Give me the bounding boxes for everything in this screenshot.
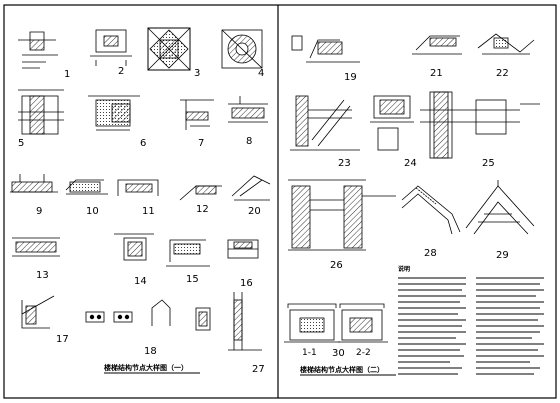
detail-14-drawing [114,233,154,261]
detail-26-drawing [288,179,396,251]
detail-5-drawing [18,89,64,135]
right-detail-labels: 19 21 22 23 24 25 26 28 29 30 1-1 2-2 说明… [300,68,509,376]
detail-label: 28 [424,248,437,259]
detail-label: 6 [140,138,146,149]
detail-label: 22 [496,68,509,79]
general-notes-block [398,277,544,375]
detail-label: 5 [18,138,24,149]
detail-23-drawing [290,95,360,151]
detail-4-drawing [221,29,263,69]
detail-8-drawing [228,96,268,123]
right-sheet-title: 楼梯结构节点大样图（二） [300,365,384,374]
detail-18-drawing [85,299,211,331]
detail-10-drawing [65,179,108,195]
detail-27-drawing [228,292,262,351]
detail-label: 25 [482,158,495,169]
right-sheet [284,33,540,343]
detail-label: 26 [330,260,343,271]
left-sheet [10,27,271,351]
detail-label: 21 [430,68,443,79]
detail-label: 19 [344,72,357,83]
detail-17-drawing [21,295,55,329]
detail-21-drawing [412,35,462,55]
detail-2-drawing [90,29,132,66]
detail-label: 2 [118,66,124,77]
detail-label: 20 [248,206,261,217]
detail-19-drawing [291,35,360,63]
detail-label: 7 [198,138,204,149]
detail-label: 1 [64,69,70,80]
detail-label: 17 [56,334,69,345]
detail-label: 23 [338,158,351,169]
detail-12-drawing [179,185,222,201]
detail-7-drawing [180,99,214,130]
detail-24-drawing [370,95,414,151]
detail-3-drawing [147,27,191,71]
sheet-frame [3,4,557,399]
detail-9-drawing [10,174,58,193]
detail-label: 9 [36,206,42,217]
detail-16-drawing [227,239,259,259]
section-label-1-1: 1-1 [302,348,317,358]
detail-label: 18 [144,346,157,357]
section-label-2-2: 2-2 [356,348,371,358]
detail-label: 10 [86,206,99,217]
detail-label: 3 [194,68,200,79]
detail-label: 15 [186,274,199,285]
detail-6-drawing [88,95,140,131]
detail-label: 8 [246,136,252,147]
left-sheet-title: 楼梯结构节点大样图（一） [104,363,188,372]
notes-heading: 说明 [398,265,410,273]
detail-20-drawing [231,175,271,201]
detail-30-drawing [284,303,388,343]
detail-label: 12 [196,204,209,215]
detail-label: 16 [240,278,253,289]
detail-label: 29 [496,250,509,261]
detail-label: 13 [36,270,49,281]
left-detail-labels: 1 2 3 4 5 6 7 8 9 10 11 12 20 13 14 15 1… [18,66,265,375]
detail-label: 30 [332,348,345,359]
detail-29-drawing [465,180,535,235]
detail-label: 14 [134,276,147,287]
detail-15-drawing [166,239,210,267]
detail-1-drawing [18,31,58,69]
detail-22-drawing [477,33,535,55]
detail-25-drawing [420,91,540,159]
detail-28-drawing [401,185,461,235]
detail-11-drawing [117,179,159,196]
detail-label: 4 [258,68,264,79]
detail-label: 11 [142,206,155,217]
detail-label: 27 [252,364,265,375]
detail-label: 24 [404,158,417,169]
detail-13-drawing [12,237,60,257]
